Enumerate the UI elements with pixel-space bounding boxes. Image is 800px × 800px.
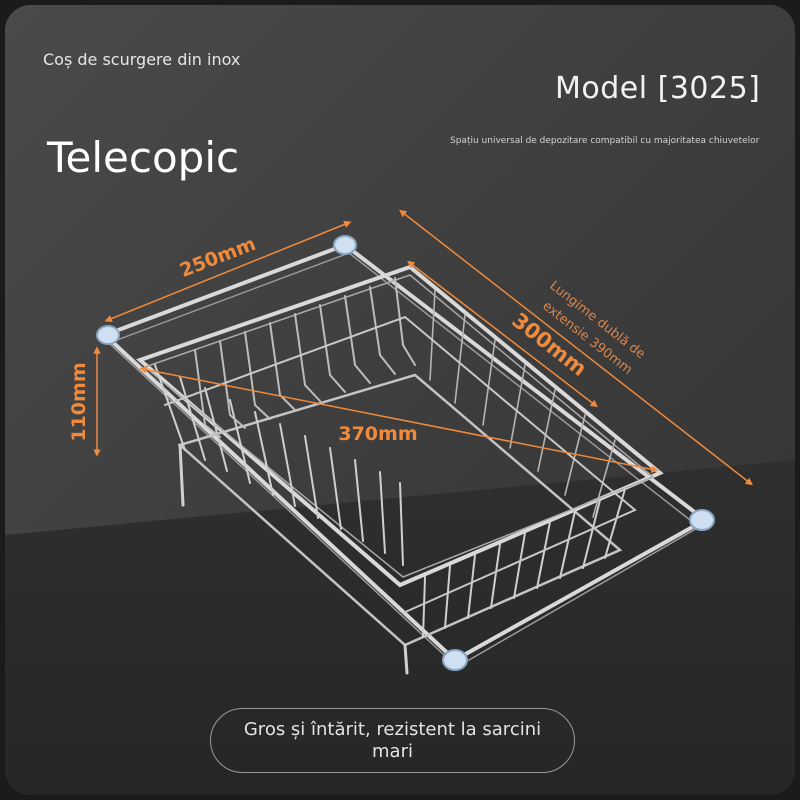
footer-badge: Gros și întărit, rezistent la sarcini ma… bbox=[210, 708, 575, 773]
wire-basket bbox=[101, 242, 709, 675]
basket-illustration: 250mm 110mm 370mm 300mm Lungime dublă de… bbox=[68, 209, 753, 675]
product-card: Coș de scurgere din inox Model [3025] Sp… bbox=[5, 5, 795, 795]
model-title: Model [3025] bbox=[555, 71, 761, 106]
extension-arrow bbox=[399, 209, 753, 486]
side-wall-wires bbox=[422, 488, 626, 638]
footer-badge-text: Gros și întărit, rezistent la sarcini ma… bbox=[243, 718, 542, 762]
height-label: 110mm bbox=[68, 362, 90, 441]
dimension-arrows bbox=[93, 209, 753, 486]
length-arrow bbox=[139, 366, 659, 473]
outer-rail-frame bbox=[101, 242, 709, 663]
width-label: 250mm bbox=[177, 233, 259, 282]
length-label: 370mm bbox=[338, 423, 417, 445]
rubber-foot bbox=[333, 235, 357, 255]
rubber-foot bbox=[96, 325, 120, 345]
countertop-surface bbox=[5, 460, 795, 795]
depth-arrow bbox=[407, 260, 598, 408]
rubber-foot bbox=[689, 509, 715, 531]
feature-title: Telecopic bbox=[47, 133, 240, 182]
tagline-text: Spațiu universal de depozitare compatibi… bbox=[450, 136, 760, 146]
rubber-foot bbox=[442, 649, 468, 671]
width-arrow bbox=[104, 220, 352, 323]
brand-text: Coș de scurgere din inox bbox=[43, 50, 241, 69]
